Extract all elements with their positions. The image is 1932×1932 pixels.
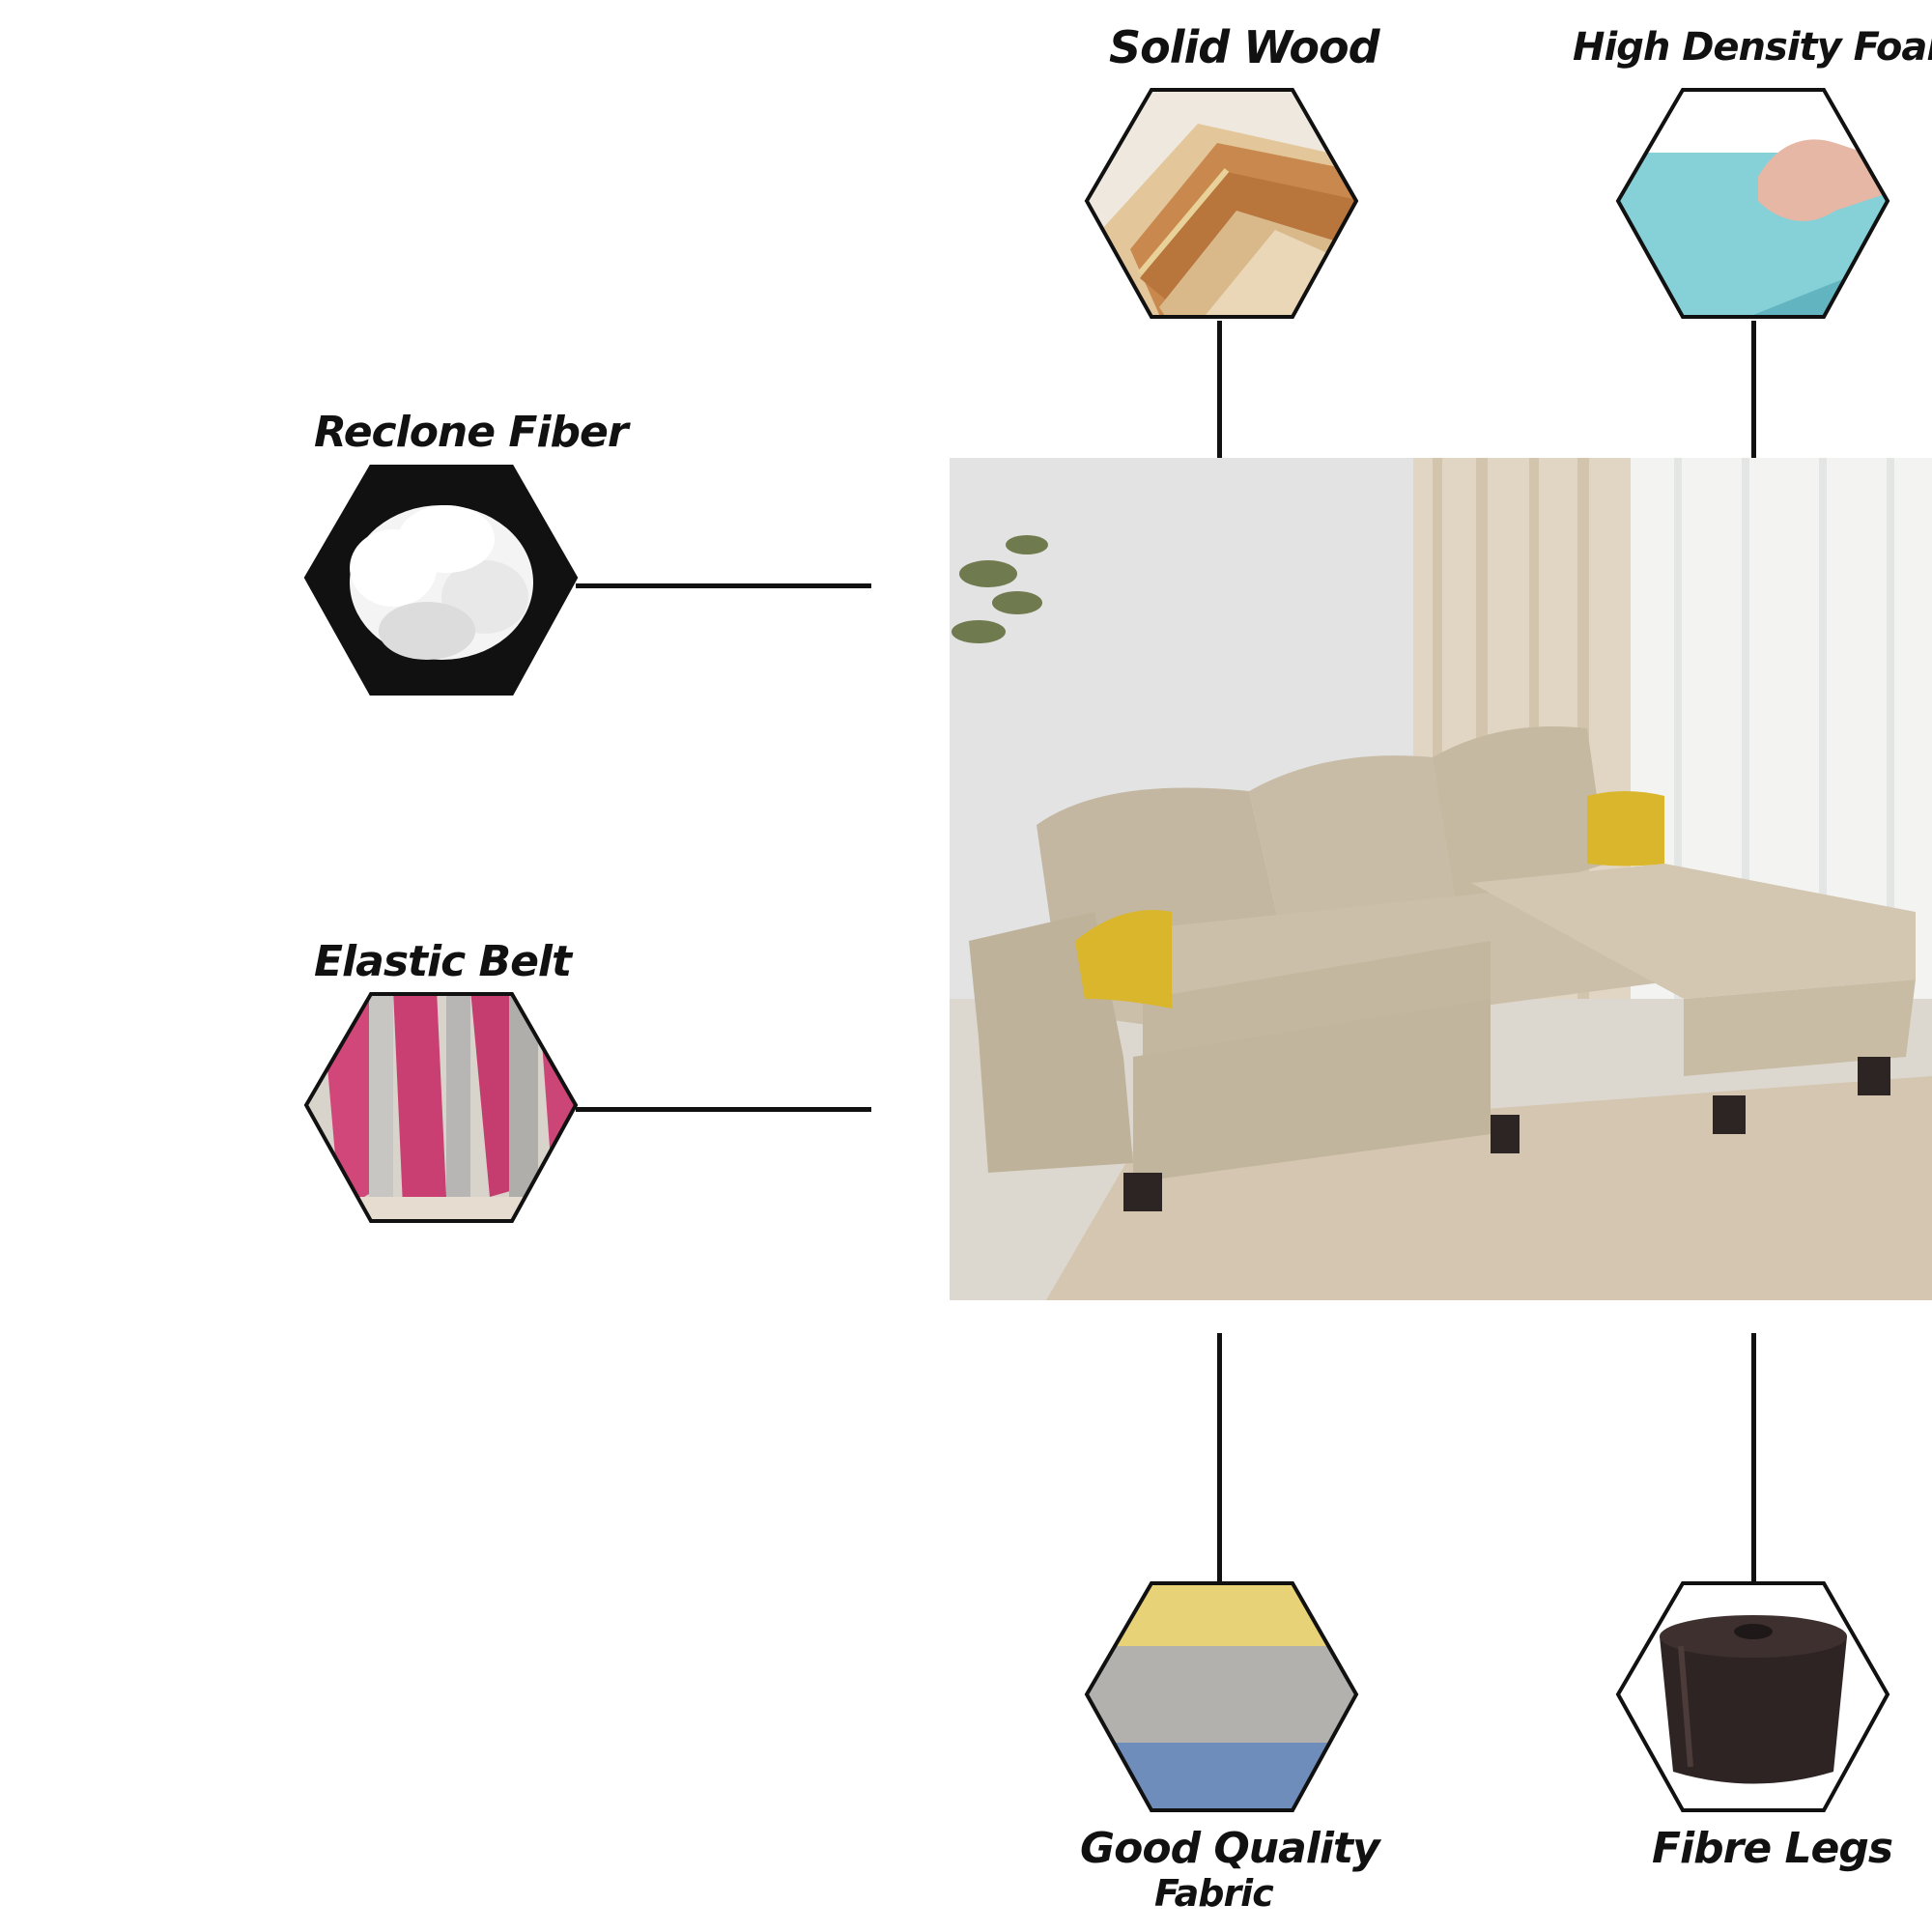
sofa-leg-icon [1615, 1581, 1890, 1812]
fabric-swatches-icon [1084, 1581, 1359, 1812]
fiber-cotton-icon [303, 465, 579, 696]
label-good-quality-fabric: Good Quality [1080, 1824, 1380, 1873]
label-fibre-legs: Fibre Legs [1652, 1824, 1893, 1873]
connector-good-quality-fabric [1217, 1333, 1222, 1582]
connector-reclone-fiber [576, 583, 871, 588]
label-reclone-fiber: Reclone Fiber [314, 408, 629, 457]
l-shaped-sofa-photo [950, 458, 1932, 1300]
wood-planks-icon [1084, 88, 1359, 319]
foam-block-icon [1615, 88, 1890, 319]
label-high-density-foam: High Density Foam [1573, 25, 1932, 70]
connector-solid-wood [1217, 321, 1222, 458]
label-good-quality-fabric-line2: Fabric [1154, 1872, 1274, 1915]
elastic-belt-icon [303, 992, 579, 1223]
label-elastic-belt: Elastic Belt [314, 937, 572, 986]
connector-elastic-belt [576, 1107, 871, 1112]
label-solid-wood: Solid Wood [1109, 21, 1380, 73]
connector-high-density-foam [1751, 321, 1756, 458]
connector-fibre-legs [1751, 1333, 1756, 1582]
